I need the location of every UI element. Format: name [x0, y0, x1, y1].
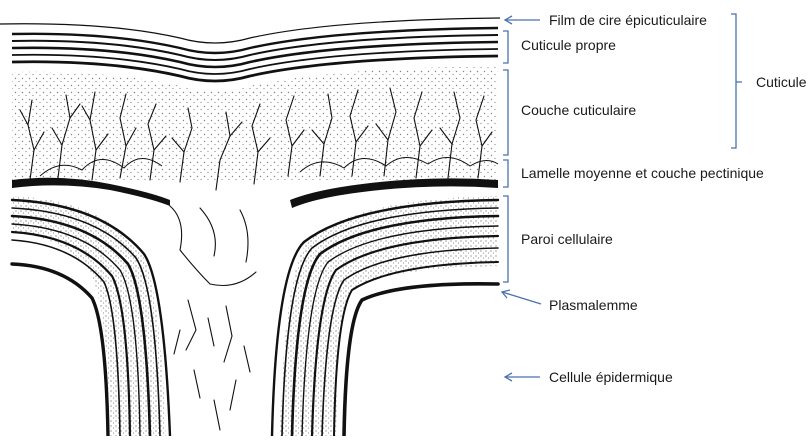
label-cuticle: Cuticule	[756, 74, 807, 90]
cuticle-illustration	[0, 18, 500, 436]
label-cuticular-layer: Couche cuticulaire	[521, 102, 636, 118]
bracket-middle-lamella	[503, 160, 508, 187]
cell-wall-left	[12, 196, 170, 436]
label-cuticle-proper: Cuticule propre	[521, 37, 616, 53]
annotations: Film de cire épicuticulaire Cuticule pro…	[502, 12, 807, 385]
label-middle-lamella: Lamelle moyenne et couche pectinique	[521, 165, 764, 181]
bracket-cuticle-proper	[503, 31, 508, 63]
label-wax-film: Film de cire épicuticulaire	[549, 12, 707, 28]
label-epidermal-cell: Cellule épidermique	[549, 369, 673, 385]
epidermal-cell-arrow	[505, 373, 540, 381]
cell-wall-right	[272, 196, 498, 436]
wax-film-arrow	[505, 16, 540, 24]
bracket-cuticle	[731, 14, 742, 148]
label-cell-wall: Paroi cellulaire	[521, 231, 613, 247]
bracket-cell-wall	[503, 196, 508, 282]
anticlinal-wall-fibrils	[170, 206, 256, 430]
label-plasmalemma: Plasmalemme	[549, 297, 638, 313]
plasmalemma-arrow	[502, 290, 541, 304]
bracket-cuticular-layer	[503, 70, 508, 155]
